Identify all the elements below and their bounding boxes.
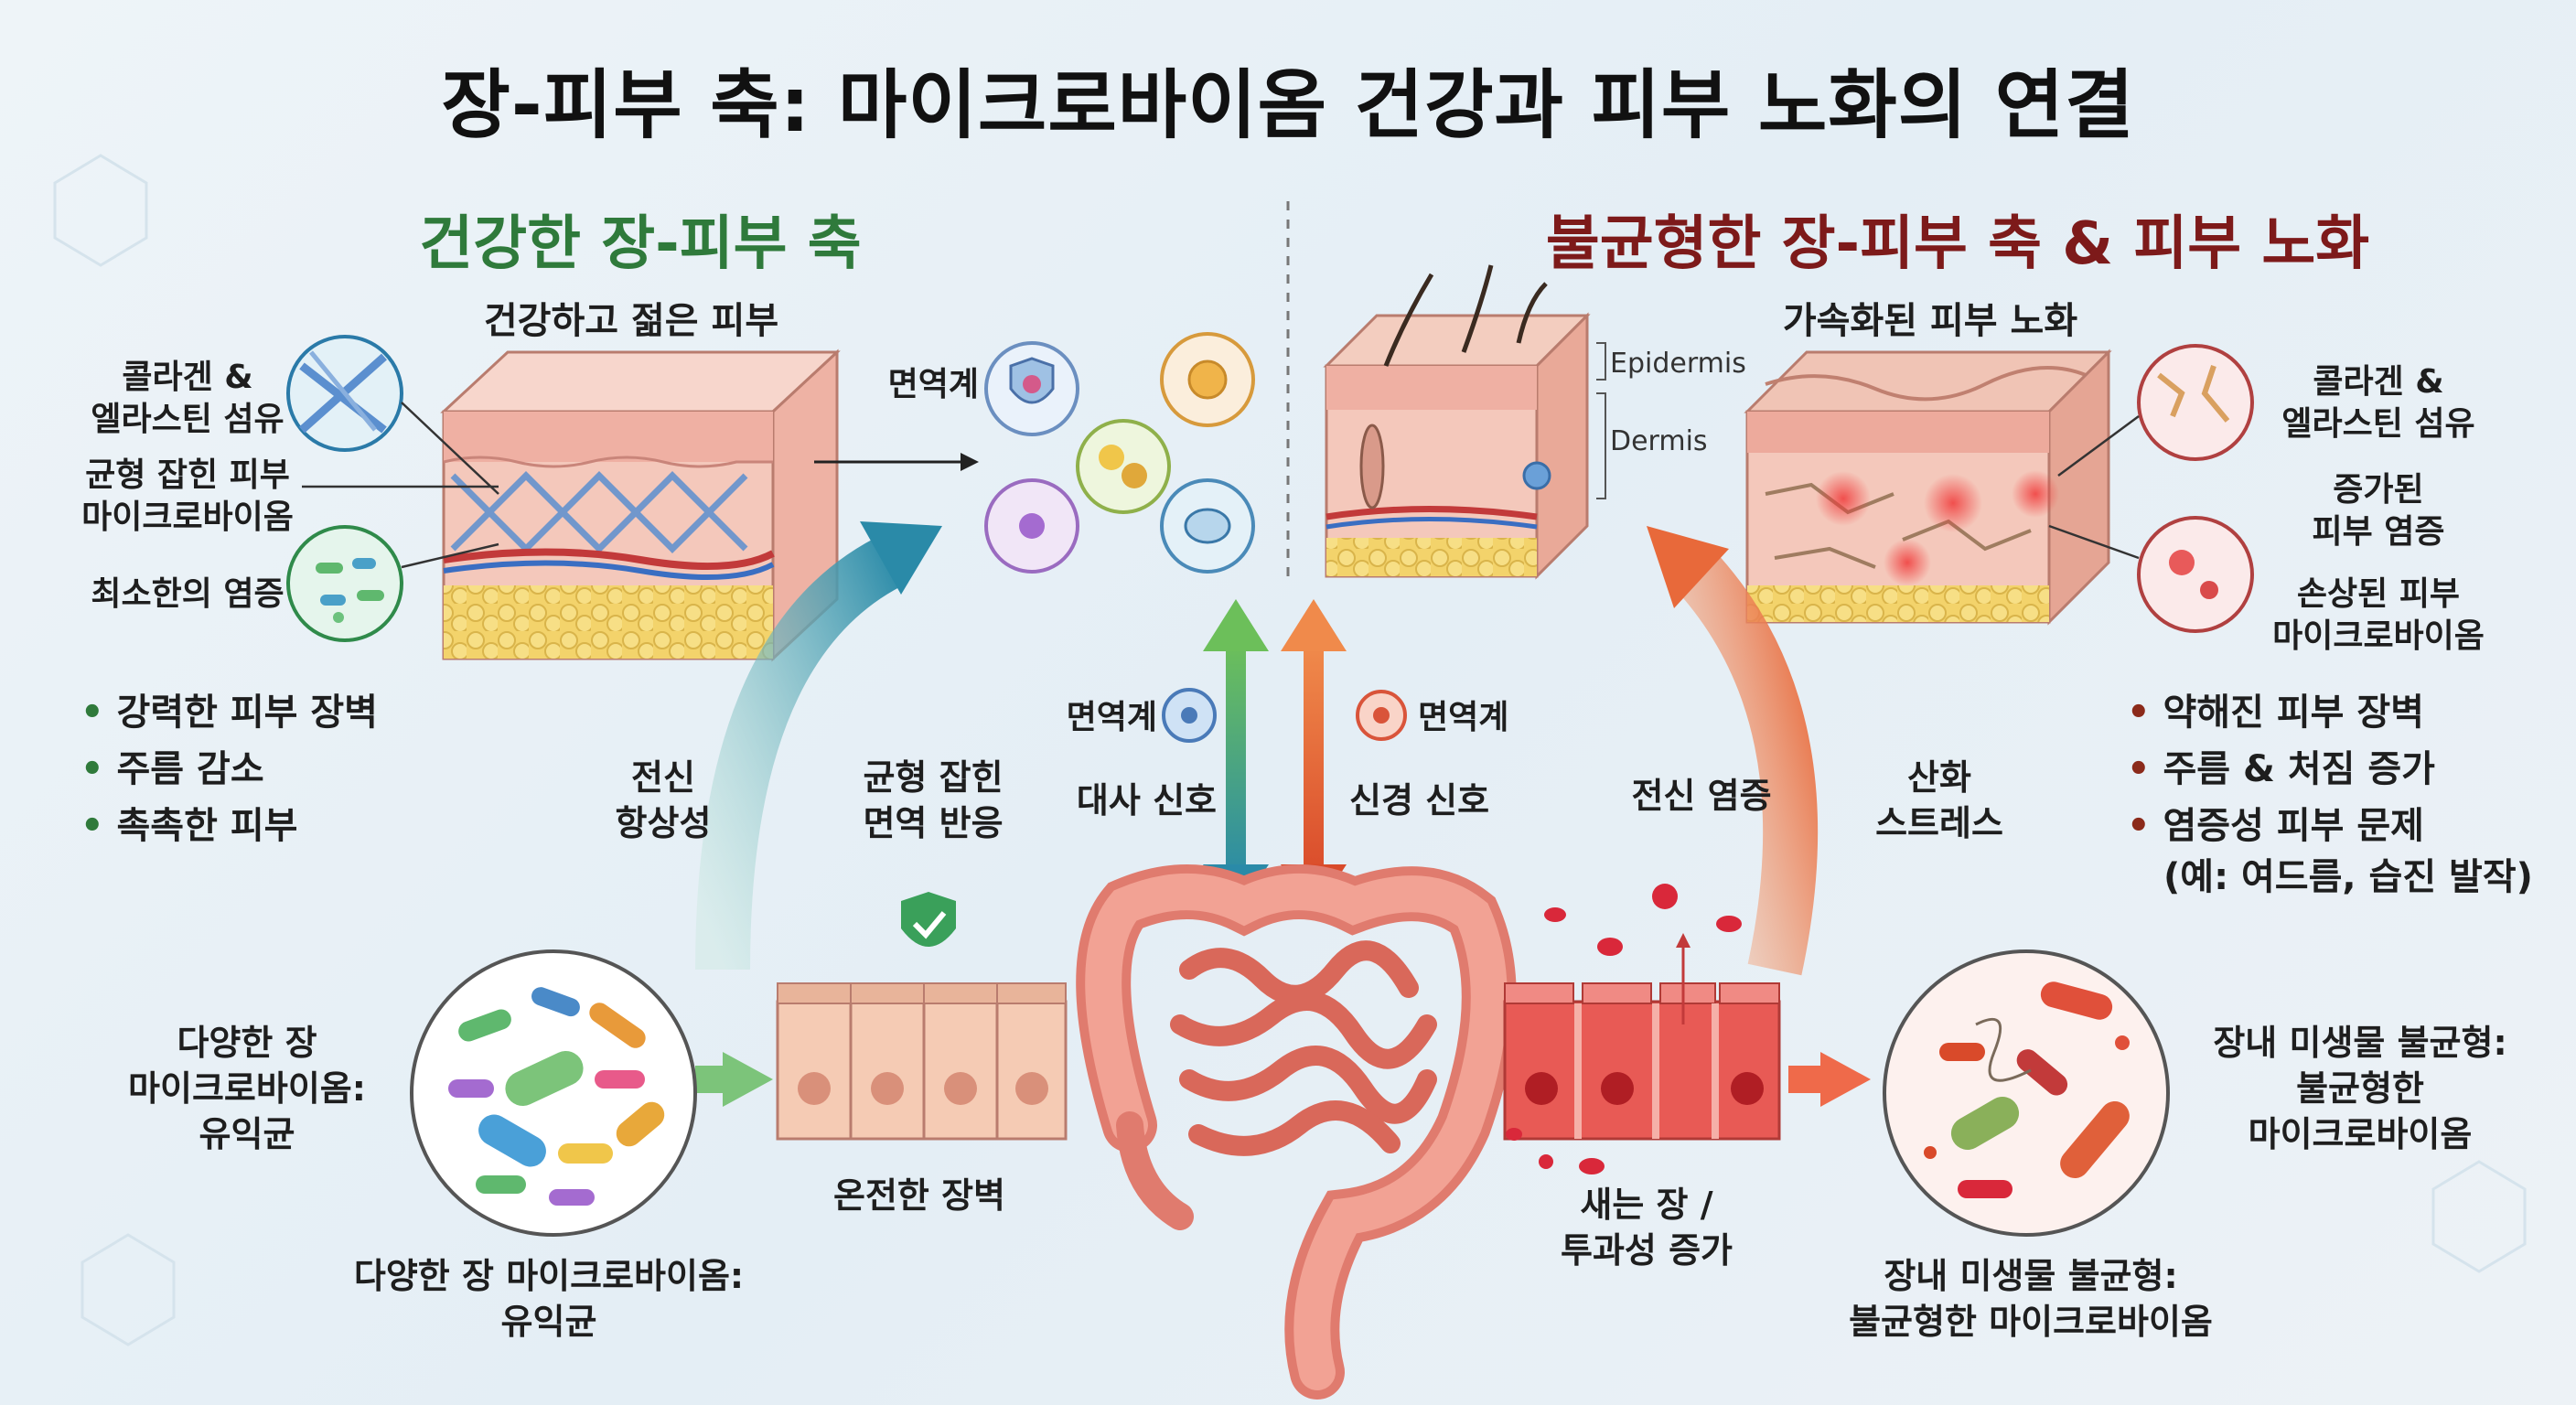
healthy-benefits-list: • 강력한 피부 장벽 • 주름 감소 • 촉촉한 피부 bbox=[80, 684, 378, 854]
shield-check-icon bbox=[901, 892, 956, 947]
aged-skin-title: 가속화된 피부 노화 bbox=[1782, 300, 2078, 342]
caption-dysbiosis: 장내 미생물 불균형:불균형한 마이크로바이옴 bbox=[1849, 1256, 2213, 1342]
aged-collagen-zoom-circle bbox=[2137, 344, 2254, 461]
center-immune-right: 면역계 bbox=[1418, 699, 1509, 736]
healthy-skin-block bbox=[440, 349, 841, 662]
aging-effects-list: • 약해진 피부 장벽 • 주름 & 처짐 증가 • 염증성 피부 문제 (예:… bbox=[2127, 684, 2533, 900]
background-hexagons bbox=[53, 154, 2527, 1346]
gut-to-microbiome-arrow-left bbox=[695, 1052, 773, 1107]
label-leaky-gut: 새는 장 /투과성 증가 bbox=[1560, 1185, 1733, 1271]
unbalanced-upward-arrow bbox=[1671, 548, 1819, 976]
label-aged-collagen: 콜라겐 &엘라스틴 섬유 bbox=[2281, 363, 2475, 443]
center-immune-left: 면역계 bbox=[1066, 699, 1157, 736]
label-systemic-inflammation: 전신 염증 bbox=[1631, 776, 1772, 816]
microbiome-zoom-circle bbox=[286, 525, 403, 642]
list-item: • 약해진 피부 장벽 bbox=[2127, 692, 2424, 734]
unbalanced-heading: 불균형한 장-피부 축 & 피부 노화 bbox=[1545, 210, 2370, 278]
intestine-illustration bbox=[1076, 864, 1517, 1400]
healthy-heading: 건강한 장-피부 축 bbox=[419, 210, 862, 278]
neural-signal-label: 신경 신호 bbox=[1349, 780, 1490, 820]
intact-gut-wall bbox=[776, 982, 1068, 1141]
aged-skin-block bbox=[1744, 349, 2112, 626]
gut-to-microbiome-arrow-right bbox=[1788, 1052, 1871, 1107]
list-item: • 주름 감소 bbox=[80, 748, 264, 790]
list-item: • 염증성 피부 문제 bbox=[2127, 805, 2424, 847]
label-minimal-inflammation: 최소한의 염증 bbox=[91, 575, 284, 613]
metabolic-signal-label: 대사 신호 bbox=[1076, 780, 1217, 820]
healthy-upward-arrow bbox=[695, 532, 909, 971]
list-item: (예: 여드름, 습진 발작) bbox=[2163, 856, 2533, 898]
collagen-zoom-circle bbox=[286, 335, 403, 452]
list-item: • 촉촉한 피부 bbox=[80, 805, 298, 847]
caption-diverse-gut-microbiome: 다양한 장 마이크로바이옴:유익균 bbox=[353, 1256, 745, 1342]
healthy-skin-title: 건강하고 젊은 피부 bbox=[483, 300, 779, 342]
epidermis-label: Epidermis bbox=[1610, 348, 1746, 380]
page-title: 장-피부 축: 마이크로바이옴 건강과 피부 노화의 연결 bbox=[441, 62, 2135, 149]
label-intact-gut-wall: 온전한 장벽 bbox=[832, 1175, 1006, 1216]
leaky-gut-wall bbox=[1503, 884, 1781, 1174]
healthy-gut-microbiome-circle bbox=[410, 949, 697, 1237]
dermis-label: Dermis bbox=[1610, 425, 1708, 457]
aged-microbiome-zoom-circle bbox=[2137, 516, 2254, 633]
skin-layer-diagram bbox=[1323, 264, 1606, 580]
list-item: • 주름 & 처짐 증가 bbox=[2127, 748, 2435, 790]
label-collagen-fibers: 콜라겐 &엘라스틴 섬유 bbox=[91, 359, 284, 438]
dysbiosis-microbiome-circle bbox=[1883, 949, 2170, 1237]
list-item: • 강력한 피부 장벽 bbox=[80, 692, 378, 734]
immune-system-label: 면역계 bbox=[887, 366, 979, 403]
immune-cell-cluster bbox=[984, 332, 1255, 574]
